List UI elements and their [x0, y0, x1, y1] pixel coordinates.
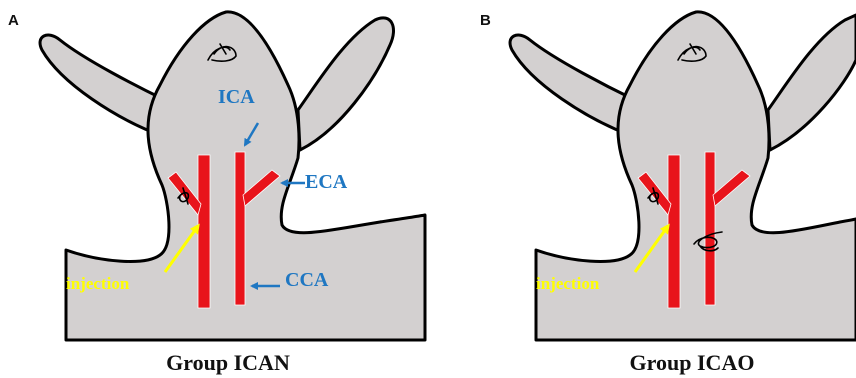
panel-b-right-ear: [768, 15, 856, 150]
panel-b-right-cca: [705, 152, 715, 305]
panel-b: B injection Group ICAO: [480, 12, 856, 375]
panel-b-caption: Group ICAO: [630, 350, 755, 375]
panel-a-right-ear: [298, 18, 394, 150]
panel-a-label-ica: ICA: [218, 86, 255, 108]
panel-b-left-cca: [668, 155, 680, 308]
panel-a-letter: A: [8, 12, 19, 29]
panel-a-label-injection: injection: [66, 274, 130, 293]
panel-a-label-cca: CCA: [285, 269, 329, 291]
panel-a-label-eca: ECA: [305, 171, 348, 193]
panel-a-right-cca: [235, 152, 245, 305]
panel-a-caption: Group ICAN: [166, 350, 290, 375]
panel-b-letter: B: [480, 12, 491, 29]
panel-b-label-injection: injection: [536, 274, 600, 293]
panel-a-left-ear: [40, 35, 165, 132]
panel-b-left-ear: [510, 35, 635, 132]
panel-a: A ICA ECA CCA injection Group ICAN: [8, 12, 425, 375]
panel-a-left-cca: [198, 155, 210, 308]
